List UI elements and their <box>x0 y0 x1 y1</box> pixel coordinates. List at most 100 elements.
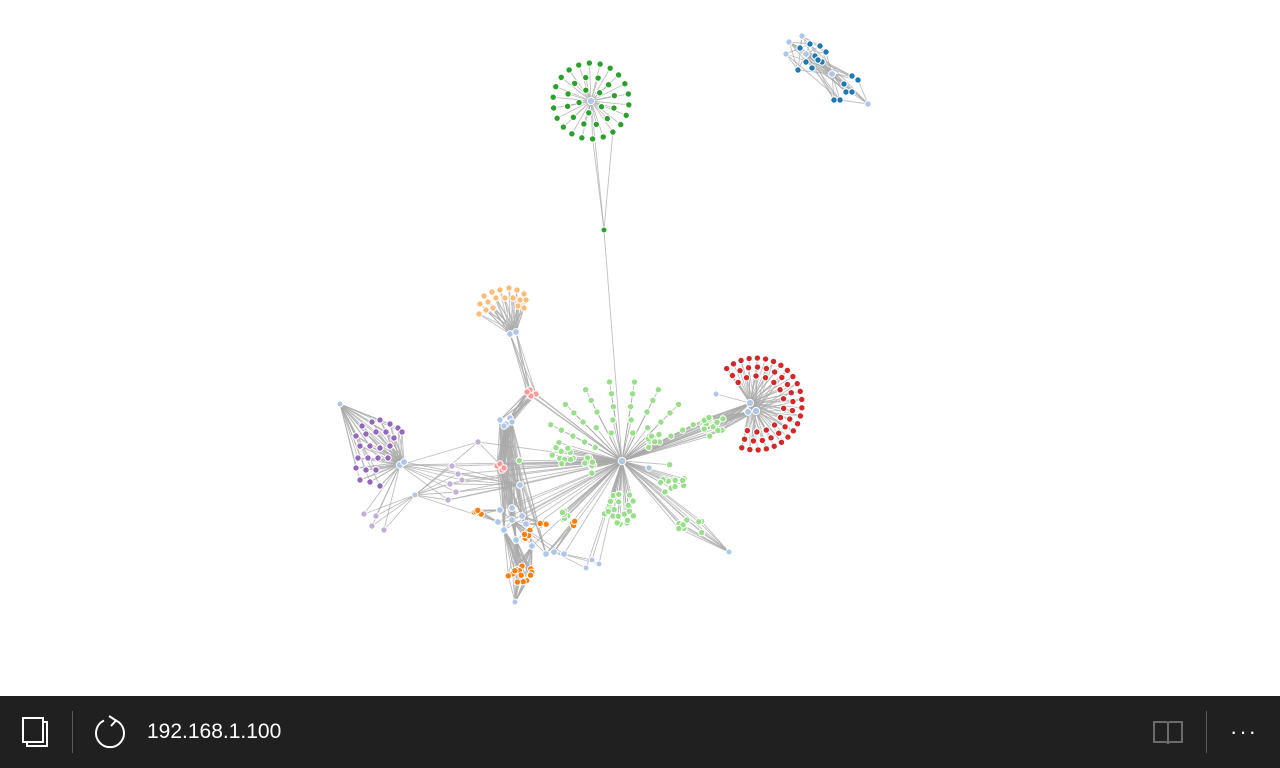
graph-node[interactable] <box>482 306 490 314</box>
graph-node[interactable] <box>645 443 653 452</box>
graph-node[interactable] <box>596 60 604 68</box>
graph-node[interactable] <box>787 388 795 397</box>
graph-node[interactable] <box>515 456 523 465</box>
graph-node[interactable] <box>629 497 637 505</box>
graph-node[interactable] <box>623 516 632 524</box>
graph-node[interactable] <box>729 360 738 368</box>
graph-node[interactable] <box>604 80 613 89</box>
graph-node[interactable] <box>557 447 565 456</box>
graph-node[interactable] <box>508 504 516 512</box>
graph-node[interactable] <box>762 426 771 434</box>
graph-node[interactable] <box>597 103 606 111</box>
graph-node[interactable] <box>781 423 789 431</box>
graph-node[interactable] <box>570 517 579 525</box>
graph-node[interactable] <box>737 356 745 365</box>
graph-node[interactable] <box>625 101 633 109</box>
graph-node[interactable] <box>520 530 529 539</box>
graph-node[interactable] <box>523 388 531 396</box>
graph-node[interactable] <box>568 130 576 138</box>
graph-node[interactable] <box>783 380 792 389</box>
graph-node[interactable] <box>559 123 568 131</box>
graph-node[interactable] <box>516 481 524 489</box>
graph-node[interactable] <box>526 571 535 579</box>
graph-node[interactable] <box>624 90 633 98</box>
graph-node[interactable] <box>609 128 617 136</box>
graph-node[interactable] <box>587 396 595 405</box>
force-graph[interactable] <box>0 0 1280 696</box>
graph-node[interactable] <box>816 42 824 50</box>
graph-node[interactable] <box>528 542 536 550</box>
graph-node[interactable] <box>848 88 856 96</box>
graph-node[interactable] <box>536 519 544 528</box>
graph-node[interactable] <box>557 73 565 82</box>
graph-node[interactable] <box>384 454 392 462</box>
graph-node[interactable] <box>595 560 603 568</box>
graph-node[interactable] <box>591 443 599 452</box>
graph-node[interactable] <box>627 416 635 424</box>
graph-node[interactable] <box>734 378 742 387</box>
graph-node[interactable] <box>625 507 634 515</box>
graph-node[interactable] <box>665 461 674 469</box>
graph-node[interactable] <box>796 44 804 52</box>
graph-node[interactable] <box>558 508 567 517</box>
graph-node[interactable] <box>550 548 558 556</box>
graph-node[interactable] <box>784 433 792 441</box>
graph-node[interactable] <box>848 72 856 80</box>
graph-node[interactable] <box>586 96 596 106</box>
graph-node[interactable] <box>828 70 836 78</box>
more-button[interactable]: ··· <box>1222 696 1266 768</box>
graph-node[interactable] <box>512 328 520 336</box>
graph-node[interactable] <box>614 71 623 79</box>
graph-node[interactable] <box>798 404 806 412</box>
graph-node[interactable] <box>570 409 578 417</box>
graph-node[interactable] <box>671 476 679 484</box>
graph-node[interactable] <box>336 400 344 408</box>
graph-node[interactable] <box>722 364 731 373</box>
graph-node[interactable] <box>354 454 362 462</box>
graph-node[interactable] <box>411 491 419 499</box>
graph-node[interactable] <box>582 564 590 572</box>
graph-node[interactable] <box>624 501 633 510</box>
graph-node[interactable] <box>364 454 372 462</box>
graph-node[interactable] <box>798 32 806 40</box>
graph-node[interactable] <box>683 516 691 524</box>
graph-node[interactable] <box>776 413 785 422</box>
graph-node[interactable] <box>657 418 665 426</box>
graph-node[interactable] <box>581 73 590 82</box>
graph-node[interactable] <box>352 432 360 440</box>
graph-node[interactable] <box>822 48 830 56</box>
graph-node[interactable] <box>511 566 519 575</box>
graph-node[interactable] <box>553 114 561 122</box>
graph-node[interactable] <box>622 111 630 119</box>
graph-node[interactable] <box>566 455 575 464</box>
graph-node[interactable] <box>778 373 786 382</box>
graph-node[interactable] <box>798 395 806 404</box>
graph-node[interactable] <box>366 442 374 450</box>
graph-node[interactable] <box>629 512 638 520</box>
graph-node[interactable] <box>581 459 589 467</box>
graph-node[interactable] <box>629 429 637 437</box>
graph-node[interactable] <box>609 402 618 411</box>
graph-node[interactable] <box>474 438 482 446</box>
graph-node[interactable] <box>761 355 770 363</box>
tab-switcher-button[interactable] <box>14 696 58 768</box>
graph-node[interactable] <box>368 522 376 530</box>
graph-node[interactable] <box>830 96 838 104</box>
graph-node[interactable] <box>649 396 657 405</box>
graph-node[interactable] <box>588 135 597 143</box>
graph-node[interactable] <box>376 444 384 452</box>
graph-node[interactable] <box>630 378 639 386</box>
graph-node[interactable] <box>607 390 616 398</box>
graph-node[interactable] <box>352 464 360 472</box>
graph-node[interactable] <box>644 424 652 432</box>
graph-node[interactable] <box>610 91 619 100</box>
graph-node[interactable] <box>496 506 504 514</box>
graph-node[interactable] <box>585 59 594 67</box>
graph-node[interactable] <box>582 86 590 94</box>
graph-node[interactable] <box>725 548 733 556</box>
graph-node[interactable] <box>779 404 788 413</box>
graph-node[interactable] <box>786 415 794 423</box>
graph-node[interactable] <box>569 113 578 122</box>
graph-node[interactable] <box>643 408 651 416</box>
graph-node[interactable] <box>358 422 366 430</box>
